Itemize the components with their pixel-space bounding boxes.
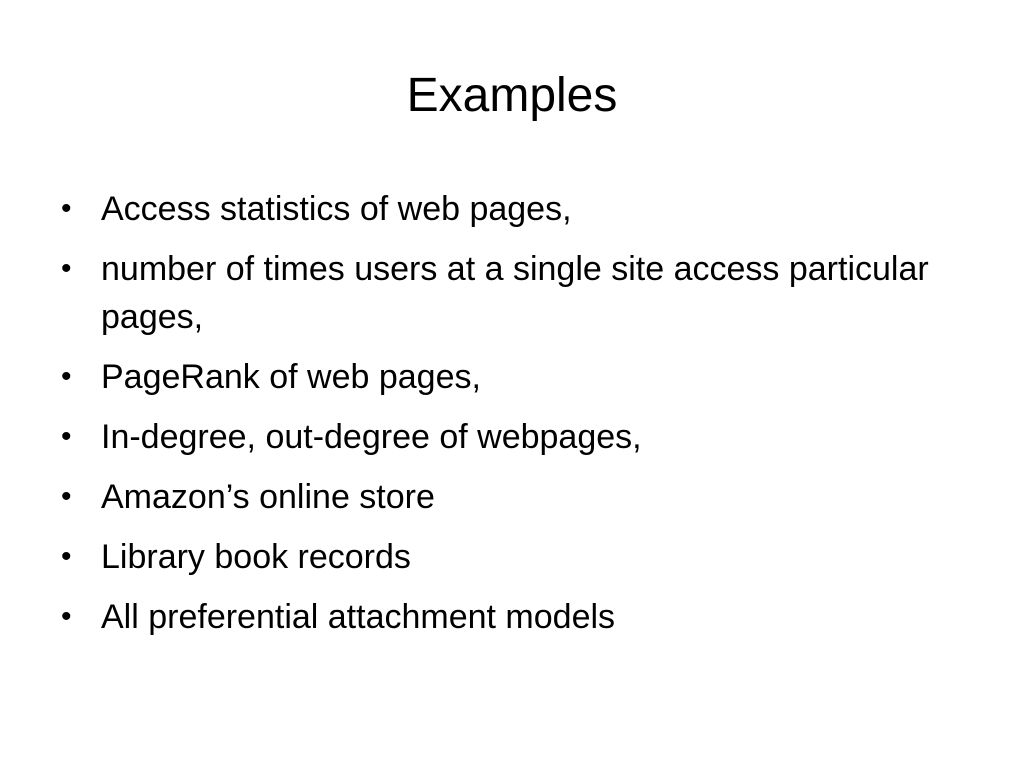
bullet-icon: • [61,360,72,393]
bullet-icon: • [61,540,72,573]
bullet-text: Library book records [101,538,411,576]
bullet-item-2: • number of times users at a single site… [58,245,958,341]
bullet-text: PageRank of web pages, [101,358,481,396]
bullet-icon: • [61,420,72,453]
bullet-item-7: • All preferential attachment models [58,593,958,641]
bullet-icon: • [61,252,72,285]
bullet-item-5: • Amazon’s online store [58,473,958,521]
bullet-text: Amazon’s online store [101,478,435,516]
bullet-text: All preferential attachment models [101,598,616,636]
bullet-text: Access statistics of web pages, [101,190,572,228]
bullet-text: In-degree, out-degree of webpages, [101,418,642,456]
bullet-text: number of times users at a single site a… [101,250,929,336]
slide-title: Examples [406,69,618,122]
bullet-item-1: • Access statistics of web pages, [58,185,958,233]
bullet-icon: • [61,192,72,225]
bullet-icon: • [61,600,72,633]
bullet-item-6: • Library book records [58,533,958,581]
bullet-icon: • [61,480,72,513]
bullet-list: • Access statistics of web pages, • numb… [58,185,958,653]
bullet-item-3: • PageRank of web pages, [58,353,958,401]
bullet-item-4: • In-degree, out-degree of webpages, [58,413,958,461]
